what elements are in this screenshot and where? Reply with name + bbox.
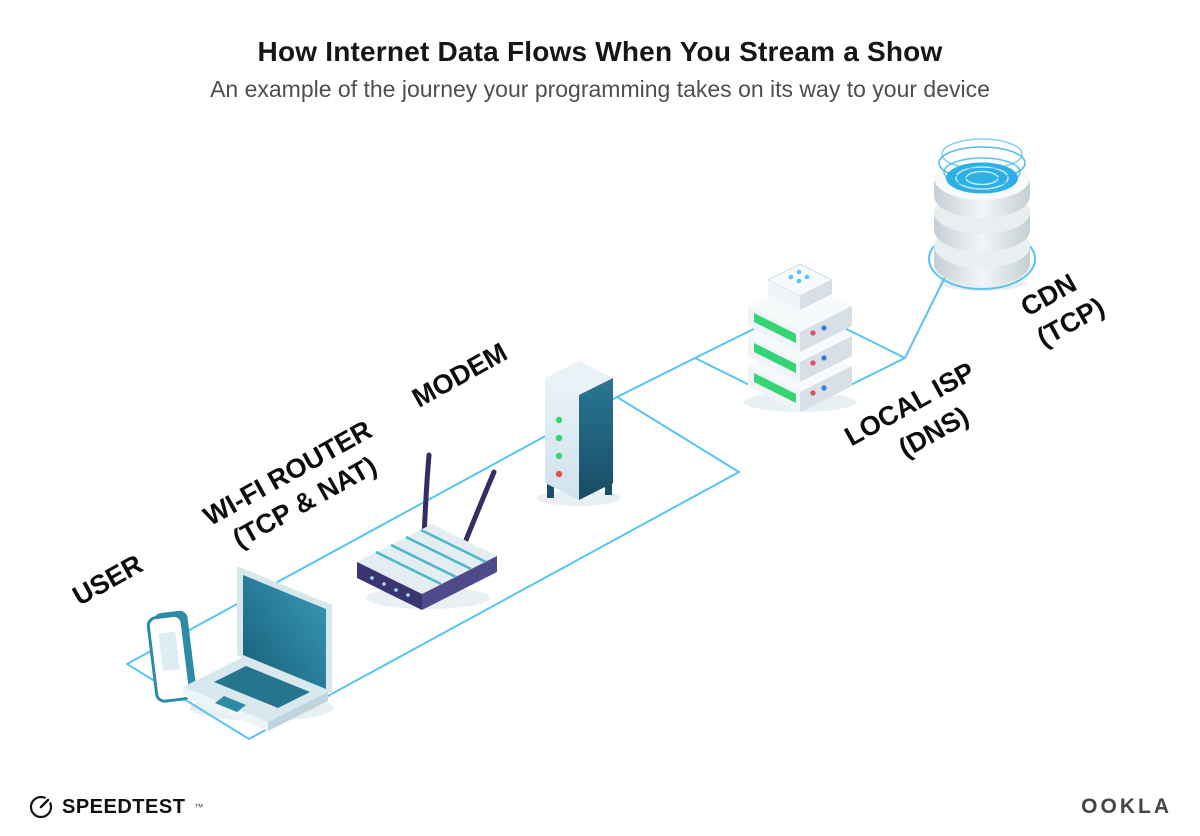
connector-isp-cdn xyxy=(904,276,946,359)
router-top xyxy=(357,524,497,594)
cdn-signal-rings xyxy=(938,138,1026,187)
isp-server-illustration xyxy=(748,263,852,412)
router-leds xyxy=(370,576,410,597)
router-front-left xyxy=(357,562,422,610)
modem-side xyxy=(579,378,613,500)
modem-foot-left xyxy=(547,483,554,498)
router-antenna-left xyxy=(421,452,432,541)
floor-strip xyxy=(126,396,740,740)
label-user: USER xyxy=(68,549,148,612)
laptop-base-right xyxy=(268,692,328,731)
ookla-logo: OOKLA xyxy=(1081,795,1172,819)
speedtest-wordmark: SPEEDTEST xyxy=(62,795,186,818)
page-subtitle: An example of the journey your programmi… xyxy=(210,76,990,102)
router-front-right xyxy=(422,556,497,610)
laptop-keyboard xyxy=(214,666,310,708)
speedtest-logo: SPEEDTEST ™ xyxy=(28,794,203,820)
phone-illustration xyxy=(146,610,196,703)
header: How Internet Data Flows When You Stream … xyxy=(0,36,1200,103)
laptop-base-front xyxy=(183,687,268,731)
label-modem: MODEM xyxy=(407,337,512,413)
modem-illustration xyxy=(545,361,613,500)
connector-modem-isp xyxy=(616,357,696,398)
modem-leds xyxy=(555,416,563,478)
laptop-trackpad xyxy=(215,696,246,712)
router-antenna-right xyxy=(459,469,497,553)
speedtest-trademark: ™ xyxy=(194,802,204,812)
footer: SPEEDTEST ™ OOKLA xyxy=(0,794,1200,820)
laptop-illustration xyxy=(183,566,332,731)
router-vents xyxy=(375,528,487,586)
ookla-wordmark: OOKLA xyxy=(1081,795,1172,818)
laptop-display xyxy=(243,575,326,689)
page-title: How Internet Data Flows When You Stream … xyxy=(257,36,943,67)
server-control-box xyxy=(766,263,834,310)
cdn-database-illustration xyxy=(934,138,1030,286)
speedtest-gauge-icon xyxy=(29,794,54,819)
router-illustration xyxy=(357,452,497,610)
modem-foot-right xyxy=(605,481,612,495)
